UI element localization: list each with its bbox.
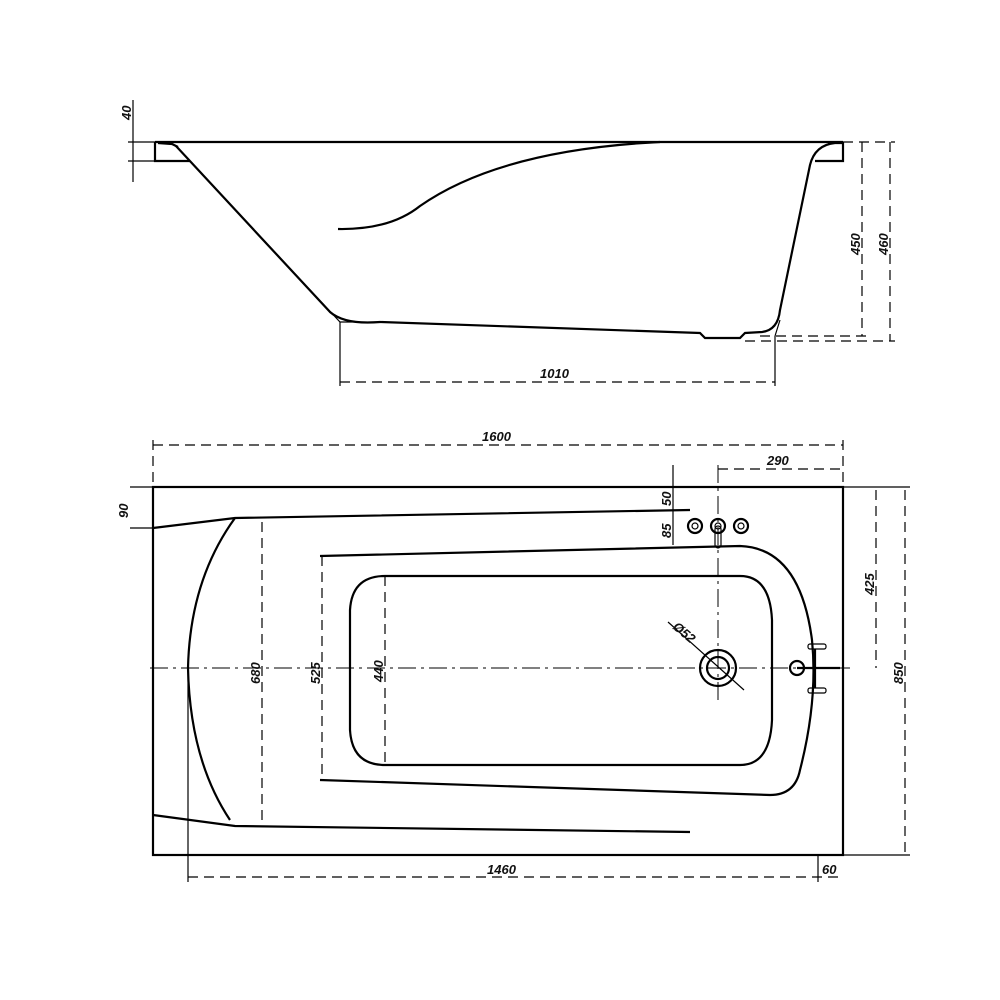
dim-label-1460: 1460: [487, 862, 517, 877]
overflow-valve-icon: [788, 643, 840, 694]
dim-label-90: 90: [116, 503, 131, 518]
dim-label-850: 850: [891, 662, 906, 684]
dim-label-425: 425: [862, 573, 877, 596]
dim-label-drain: Ø52: [670, 619, 699, 647]
dim-label-440: 440: [371, 660, 386, 683]
dim-label-525: 525: [308, 662, 323, 684]
backrest-curve: [337, 140, 661, 231]
dim-label-85: 85: [659, 523, 674, 538]
tub-profile: [175, 141, 845, 340]
basin-contour: [348, 574, 774, 767]
dim-label-1010: 1010: [540, 366, 570, 381]
drain-icon: [667, 621, 745, 691]
dim-label-680: 680: [248, 662, 263, 684]
dim-label-50: 50: [659, 491, 674, 506]
dim-label-450: 450: [848, 233, 863, 256]
dim-label-290: 290: [766, 453, 789, 468]
dim-label-1600: 1600: [482, 429, 512, 444]
left-rim-block: [153, 141, 190, 163]
bowl-contour: [319, 544, 815, 797]
outer-rim: [151, 485, 845, 857]
dim-label-60: 60: [822, 862, 837, 877]
faucet-icon: [686, 517, 750, 549]
side-view: 40 450 460 1010: [119, 100, 895, 386]
dim-label-40: 40: [119, 105, 134, 121]
top-view: Ø52 1600 290 90 50 85: [116, 429, 910, 882]
dim-label-460: 460: [876, 233, 891, 256]
